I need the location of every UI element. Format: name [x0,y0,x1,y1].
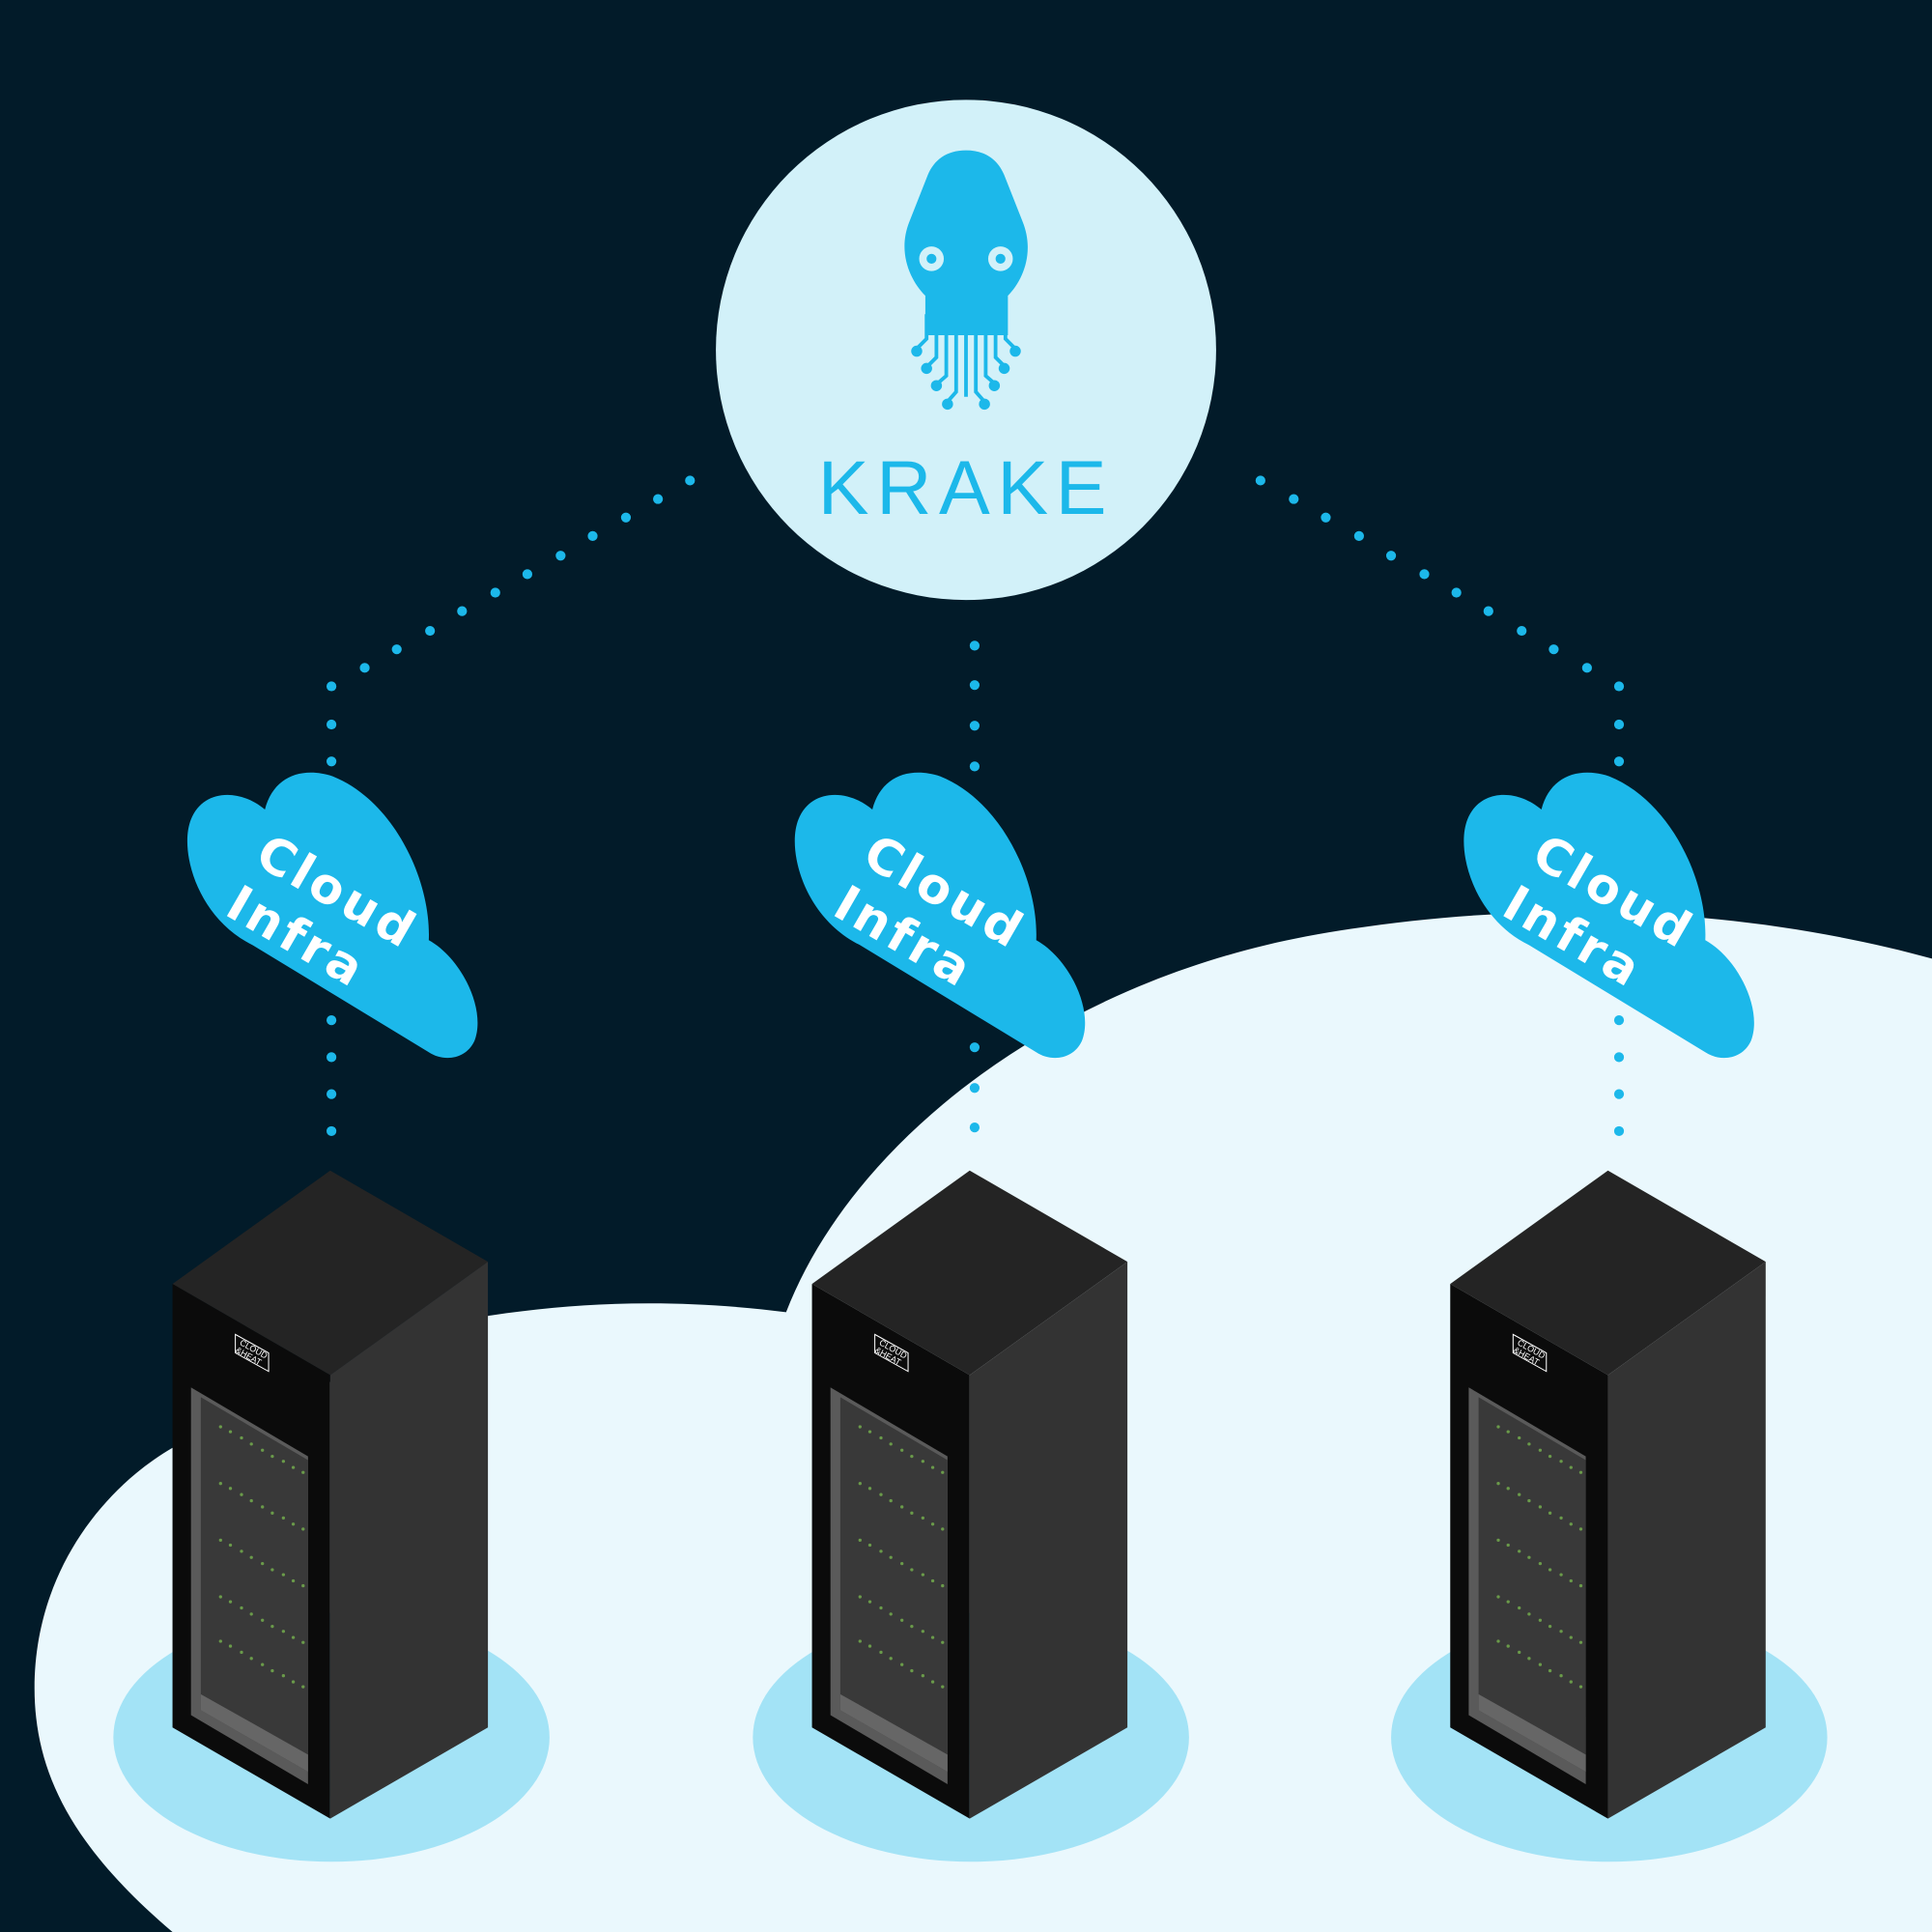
squid-circuit-icon [904,150,1028,411]
server-rack-3: CLOUD&HEAT [1390,1170,1829,1862]
connector-dots [327,475,1625,1137]
server-rack-2: CLOUD&HEAT [752,1170,1190,1862]
server-rack-1: CLOUD&HEAT [112,1170,551,1862]
hub-label: KRAKE [818,444,1114,530]
krake-hub: KRAKE [716,99,1216,601]
